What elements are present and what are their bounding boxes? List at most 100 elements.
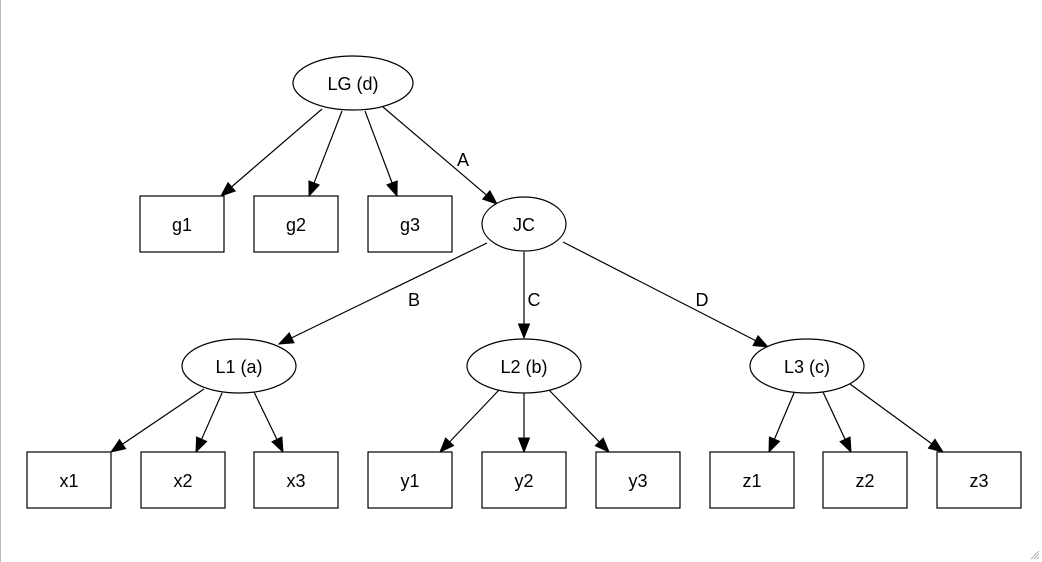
edge-line bbox=[201, 392, 223, 440]
edge-l1-x1 bbox=[109, 388, 205, 453]
node-x2[interactable]: x2 bbox=[140, 451, 226, 509]
node-box bbox=[822, 451, 908, 509]
node-ellipse bbox=[181, 338, 297, 394]
edge-line bbox=[822, 391, 846, 440]
arrowhead-icon bbox=[109, 438, 127, 453]
arrowhead-icon bbox=[517, 323, 531, 340]
node-label: x3 bbox=[286, 471, 305, 491]
node-label: x1 bbox=[59, 471, 78, 491]
arrowhead-icon bbox=[481, 189, 499, 205]
node-l3[interactable]: L3 (c) bbox=[749, 338, 865, 394]
node-l1[interactable]: L1 (a) bbox=[181, 338, 297, 394]
arrowhead-icon bbox=[277, 332, 295, 345]
arrowhead-icon bbox=[219, 181, 237, 197]
arrowhead-icon bbox=[927, 438, 945, 453]
arrowhead-icon bbox=[271, 436, 284, 454]
node-g1[interactable]: g1 bbox=[139, 195, 225, 253]
node-y2[interactable]: y2 bbox=[481, 451, 567, 509]
node-ellipse bbox=[481, 196, 567, 252]
edge-line bbox=[364, 110, 393, 184]
edge-l2-y3 bbox=[548, 389, 610, 453]
node-g2[interactable]: g2 bbox=[253, 195, 339, 253]
node-z3[interactable]: z3 bbox=[936, 451, 1022, 509]
edge-line bbox=[122, 388, 205, 445]
node-box bbox=[367, 195, 453, 253]
arrowhead-icon bbox=[195, 436, 208, 454]
node-box bbox=[936, 451, 1022, 509]
edge-l1-x3 bbox=[253, 391, 284, 454]
arrowhead-icon bbox=[839, 436, 852, 454]
node-label: y1 bbox=[400, 471, 419, 491]
node-label: g1 bbox=[172, 215, 192, 235]
edge-label: A bbox=[457, 150, 469, 170]
node-ellipse bbox=[466, 338, 582, 394]
edge-l3-z3 bbox=[849, 383, 945, 453]
node-label: x2 bbox=[173, 471, 192, 491]
edge-l3-z2 bbox=[822, 391, 852, 454]
edge-l1-x2 bbox=[195, 392, 223, 454]
edge-l2-y2 bbox=[517, 393, 531, 454]
edges-layer: A B C D bbox=[109, 106, 945, 454]
edge-label: D bbox=[696, 290, 709, 310]
edge-lg-g2 bbox=[308, 110, 343, 198]
edge-lg-jc: A bbox=[382, 106, 499, 205]
arrowhead-icon bbox=[594, 437, 610, 453]
node-lg[interactable]: LG (d) bbox=[292, 55, 414, 111]
node-l2[interactable]: L2 (b) bbox=[466, 338, 582, 394]
node-label: L2 (b) bbox=[500, 357, 547, 377]
node-ellipse bbox=[749, 338, 865, 394]
edge-line bbox=[313, 110, 343, 184]
arrowhead-icon bbox=[386, 180, 398, 198]
node-box bbox=[253, 195, 339, 253]
arrowhead-icon bbox=[768, 436, 781, 454]
edge-line bbox=[548, 389, 600, 443]
edge-l3-z1 bbox=[768, 392, 795, 454]
node-box bbox=[367, 451, 453, 509]
node-label: g2 bbox=[286, 215, 306, 235]
node-box bbox=[26, 451, 112, 509]
node-g3[interactable]: g3 bbox=[367, 195, 453, 253]
arrowhead-icon bbox=[752, 334, 770, 348]
node-label: y3 bbox=[628, 471, 647, 491]
node-z1[interactable]: z1 bbox=[709, 451, 795, 509]
node-box bbox=[709, 451, 795, 509]
node-box bbox=[253, 451, 339, 509]
node-box bbox=[139, 195, 225, 253]
edge-label: B bbox=[408, 290, 420, 310]
edge-lg-g3 bbox=[364, 110, 398, 198]
node-jc[interactable]: JC bbox=[481, 196, 567, 252]
node-x1[interactable]: x1 bbox=[26, 451, 112, 509]
node-y1[interactable]: y1 bbox=[367, 451, 453, 509]
edge-jc-l1: B bbox=[277, 242, 488, 345]
node-box bbox=[140, 451, 226, 509]
node-label: g3 bbox=[400, 215, 420, 235]
node-box bbox=[595, 451, 681, 509]
edge-label: C bbox=[528, 290, 541, 310]
arrowhead-icon bbox=[308, 180, 321, 198]
node-y3[interactable]: y3 bbox=[595, 451, 681, 509]
node-label: z3 bbox=[969, 471, 988, 491]
edge-line bbox=[562, 241, 756, 342]
node-ellipse bbox=[292, 55, 414, 111]
node-label: y2 bbox=[514, 471, 533, 491]
node-z2[interactable]: z2 bbox=[822, 451, 908, 509]
nodes-layer: LG (d) g1 g2 g3 JC L1 (a) L2 (b) L3 (c) x1 x2 x3 y1… bbox=[26, 55, 1022, 509]
edge-l2-y1 bbox=[439, 389, 500, 453]
node-x3[interactable]: x3 bbox=[253, 451, 339, 509]
node-label: L1 (a) bbox=[215, 357, 262, 377]
edge-line bbox=[773, 392, 795, 440]
edge-jc-l3: D bbox=[562, 241, 770, 348]
arrowhead-icon bbox=[517, 437, 531, 454]
resize-grip-icon[interactable] bbox=[1028, 548, 1040, 560]
node-box bbox=[481, 451, 567, 509]
edge-line bbox=[849, 383, 933, 445]
node-label: z2 bbox=[855, 471, 874, 491]
node-label: L3 (c) bbox=[784, 357, 830, 377]
edge-line bbox=[253, 391, 278, 440]
edge-lg-g1 bbox=[219, 108, 323, 197]
arrowhead-icon bbox=[439, 437, 455, 453]
edge-line bbox=[291, 242, 488, 339]
edge-line bbox=[382, 106, 487, 196]
